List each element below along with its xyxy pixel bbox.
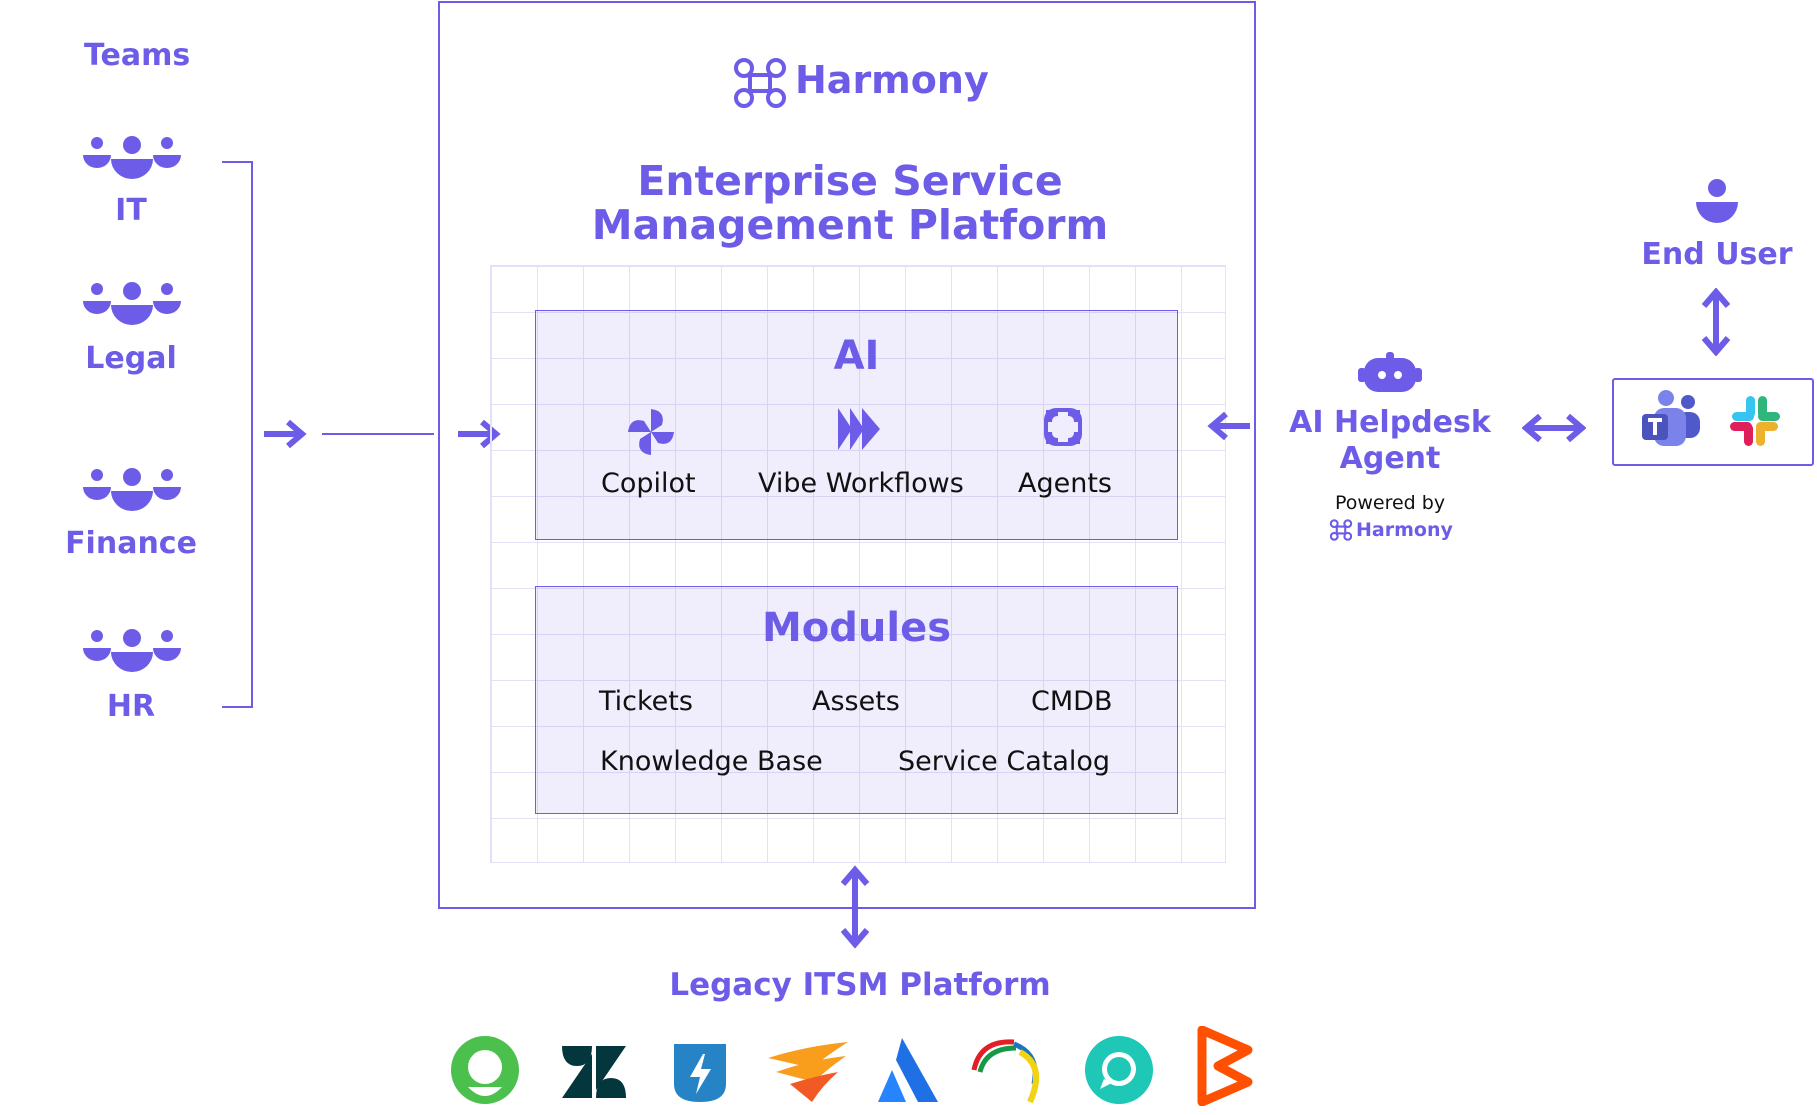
teams-bracket-connector (222, 161, 434, 708)
bidirectional-vertical-arrow-icon (840, 865, 870, 949)
module-cmdb: CMDB (1031, 686, 1113, 717)
team-group-icon-it (83, 136, 181, 179)
ai-item-agents: Agents (1018, 468, 1112, 499)
harmony-logo-icon (734, 58, 786, 108)
team-label-legal: Legal (85, 341, 177, 376)
pinwheel-icon (628, 409, 674, 455)
teams-title: Teams (84, 38, 191, 73)
atlassian-logo (878, 1038, 938, 1102)
module-knowledge-base: Knowledge Base (600, 746, 823, 777)
manageengine-logo (971, 1039, 1040, 1104)
team-label-it: IT (115, 193, 147, 228)
powered-by-brand: Harmony (1356, 519, 1453, 541)
harmony-brand: Harmony (795, 58, 989, 102)
bmc-logo (1197, 1026, 1253, 1106)
microsoft-teams-logo (1642, 390, 1700, 446)
end-user-icon (1696, 179, 1738, 223)
harmony-logo-icon (1330, 519, 1352, 541)
end-user-label: End User (1641, 237, 1793, 272)
fast-forward-icon (838, 408, 880, 450)
modules-section: Modules (535, 586, 1178, 814)
module-assets: Assets (812, 686, 900, 717)
slack-logo (1730, 396, 1780, 446)
platform-title-line1: Enterprise Service (637, 157, 1063, 205)
agents-icon (1044, 408, 1082, 446)
arrow-right-icon (264, 419, 307, 449)
legacy-itsm-title: Legacy ITSM Platform (669, 967, 1051, 1003)
bidirectional-horizontal-arrow-icon (1522, 413, 1586, 443)
module-service-catalog: Service Catalog (898, 746, 1111, 777)
platform-grid-background (490, 265, 1226, 863)
helpdesk-title-line1: AI Helpdesk (1289, 405, 1491, 440)
helpdesk-title-line2: Agent (1339, 441, 1441, 476)
solarwinds-logo (768, 1042, 848, 1102)
chat-apps-box (1612, 378, 1814, 466)
team-group-icon-hr (83, 629, 181, 672)
zendesk-logo (562, 1046, 626, 1098)
jira-service-logo (674, 1044, 726, 1102)
ai-item-vibe-workflows: Vibe Workflows (758, 468, 964, 499)
module-tickets: Tickets (599, 686, 693, 717)
arrow-left-icon (1207, 411, 1250, 441)
ai-item-copilot: Copilot (601, 468, 696, 499)
freshdesk-logo (451, 1036, 519, 1104)
ai-section-title: AI (833, 333, 880, 379)
team-label-finance: Finance (65, 526, 197, 561)
freshchat-logo (1085, 1036, 1153, 1104)
robot-agent-icon (1358, 352, 1422, 392)
bidirectional-vertical-arrow-icon (1701, 288, 1731, 356)
team-group-icon-finance (83, 468, 181, 511)
platform-container (438, 1, 1256, 909)
team-label-hr: HR (106, 689, 156, 724)
platform-title-line2: Management Platform (591, 201, 1109, 249)
powered-by-label: Powered by (1334, 492, 1446, 514)
modules-section-title: Modules (761, 605, 952, 651)
team-group-icon-legal (83, 282, 181, 325)
